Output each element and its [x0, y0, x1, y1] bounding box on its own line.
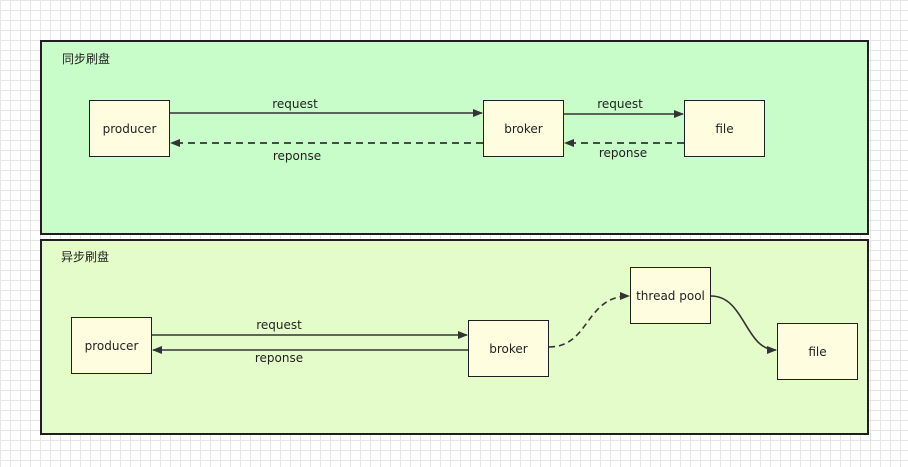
- async-broker-node[interactable]: broker: [468, 320, 549, 377]
- async-flush-title: 异步刷盘: [61, 250, 110, 264]
- async-file-node[interactable]: file: [777, 323, 858, 380]
- sync-file-node[interactable]: file: [684, 100, 765, 157]
- thread-pool-node[interactable]: thread pool: [630, 267, 711, 324]
- sync-producer-node[interactable]: producer: [89, 100, 170, 157]
- sync-reponse-label-1: reponse: [272, 149, 322, 163]
- async-request-label: request: [256, 318, 302, 332]
- async-producer-node[interactable]: producer: [71, 317, 152, 374]
- sync-broker-node[interactable]: broker: [483, 100, 564, 157]
- async-reponse-label: reponse: [254, 351, 304, 365]
- async-flush-panel: [40, 239, 869, 435]
- sync-reponse-label-2: reponse: [598, 146, 648, 160]
- sync-request-label-2: request: [597, 97, 643, 111]
- sync-request-label-1: request: [272, 97, 318, 111]
- sync-flush-title: 同步刷盘: [62, 52, 111, 66]
